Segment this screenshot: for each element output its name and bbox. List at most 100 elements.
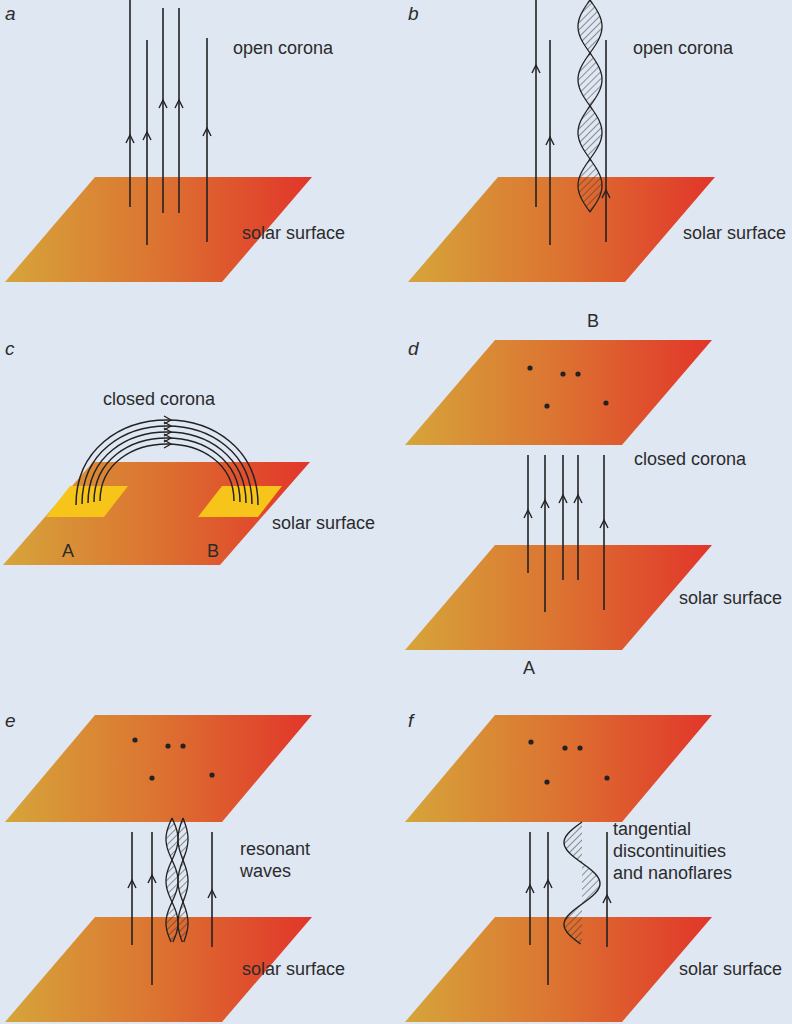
panel-letter: d	[408, 338, 419, 360]
footpoint-dot	[577, 745, 582, 750]
kink-wave-line	[564, 822, 600, 944]
footpoint-dot	[209, 772, 214, 777]
field-arrow	[541, 500, 549, 508]
coronal-loop	[82, 426, 252, 504]
footpoint-dot	[180, 743, 185, 748]
field-arrow	[603, 895, 611, 903]
footpoint-dot	[562, 745, 567, 750]
figure-label: solar surface	[242, 958, 345, 980]
loop-arrow	[164, 440, 171, 448]
panel-letter: a	[5, 3, 16, 25]
field-arrow	[544, 880, 552, 888]
footpoint-dot	[603, 400, 608, 405]
field-line	[131, 832, 133, 945]
figure-label: open corona	[633, 37, 733, 59]
coronal-loop	[100, 444, 234, 501]
twisted-tube-fill	[178, 818, 188, 942]
field-line	[603, 455, 605, 610]
figure-label: A	[62, 540, 74, 562]
figure-label: A	[523, 657, 535, 679]
field-arrow	[574, 495, 582, 503]
solar-surface-plane	[405, 715, 712, 822]
figure-label: solar surface	[683, 222, 786, 244]
field-line	[605, 40, 607, 242]
twisted-tube-fill	[166, 818, 178, 942]
panel-letter: e	[5, 710, 16, 732]
field-arrow	[524, 510, 532, 518]
solar-surface-plane	[405, 917, 712, 1022]
field-arrow	[600, 520, 608, 528]
field-line	[544, 455, 546, 612]
figure-label: open corona	[233, 37, 333, 59]
field-arrow	[559, 495, 567, 503]
field-line	[206, 38, 208, 242]
field-arrow	[128, 880, 136, 888]
field-line	[129, 0, 131, 207]
footpoint-patch	[46, 486, 128, 517]
footpoint-dot	[560, 371, 565, 376]
footpoint-dot	[527, 365, 532, 370]
twisted-tube-edge	[166, 818, 178, 942]
footpoint-dot	[544, 779, 549, 784]
field-line	[549, 40, 551, 245]
solar-surface-plane	[405, 340, 712, 445]
twisted-tube-edge	[578, 0, 602, 212]
field-line	[547, 832, 549, 985]
solar-surface-plane	[408, 177, 715, 282]
twisted-tube-edge	[166, 818, 178, 942]
solar-surface-plane	[405, 545, 712, 650]
figure-label: tangential discontinuities and nanoflare…	[613, 818, 753, 884]
field-arrow	[208, 890, 216, 898]
field-arrow	[546, 137, 554, 145]
figure-label: solar surface	[679, 587, 782, 609]
field-arrow	[602, 190, 610, 198]
field-line	[151, 832, 153, 985]
coronal-loop	[76, 420, 258, 505]
coronal-loop	[88, 432, 246, 503]
field-arrow	[526, 885, 534, 893]
twisted-tube-edge	[178, 818, 188, 942]
twisted-tube-edge	[578, 0, 602, 212]
field-line	[606, 832, 608, 947]
twisted-tube-edge	[178, 818, 188, 942]
kink-wave-fill	[564, 822, 600, 945]
solar-surface-plane	[5, 715, 312, 822]
field-line	[162, 8, 164, 213]
footpoint-dot	[165, 743, 170, 748]
field-arrow	[532, 65, 540, 73]
footpoint-dot	[544, 403, 549, 408]
footpoint-dot	[132, 737, 137, 742]
figure-label: B	[587, 310, 599, 332]
field-arrow	[126, 135, 134, 143]
figure-label: closed corona	[103, 388, 215, 410]
figure-label: solar surface	[272, 512, 375, 534]
footpoint-dot	[604, 775, 609, 780]
field-line	[562, 455, 564, 580]
figure-label: B	[207, 540, 219, 562]
footpoint-dot	[528, 739, 533, 744]
panel-letter: b	[408, 3, 419, 25]
footpoint-dot	[575, 371, 580, 376]
footpoint-dot	[149, 775, 154, 780]
figure-label: solar surface	[679, 958, 782, 980]
field-line	[527, 455, 529, 573]
field-arrow	[175, 100, 183, 108]
field-arrow	[203, 128, 211, 136]
twisted-tube-fill	[578, 0, 602, 212]
figure-label: closed corona	[634, 448, 746, 470]
figure-label: resonant waves	[240, 838, 330, 882]
figure-label: solar surface	[242, 222, 345, 244]
panel-letter: f	[408, 710, 413, 732]
field-line	[146, 40, 148, 245]
field-line	[577, 455, 579, 580]
field-line	[535, 0, 537, 207]
field-line	[529, 832, 531, 945]
field-arrow	[159, 100, 167, 108]
solar-surface-plane	[3, 462, 310, 565]
field-arrow	[143, 132, 151, 140]
field-arrow	[148, 875, 156, 883]
field-line	[178, 8, 180, 213]
panel-letter: c	[5, 338, 15, 360]
coronal-loop	[94, 438, 240, 502]
